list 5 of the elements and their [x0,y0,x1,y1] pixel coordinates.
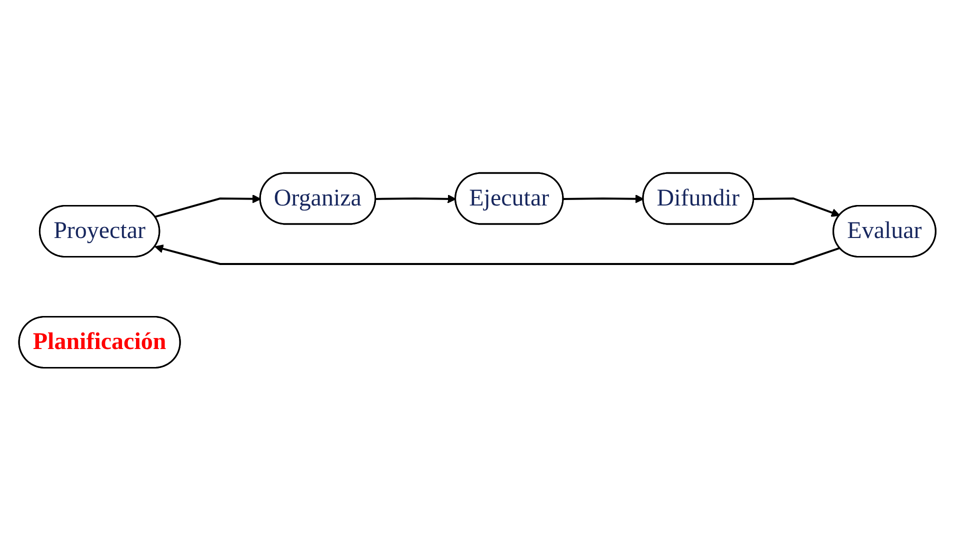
arrow [563,194,644,203]
arrow [154,244,840,265]
arrow [753,197,840,216]
arrow [375,194,456,203]
arrow [154,194,261,218]
